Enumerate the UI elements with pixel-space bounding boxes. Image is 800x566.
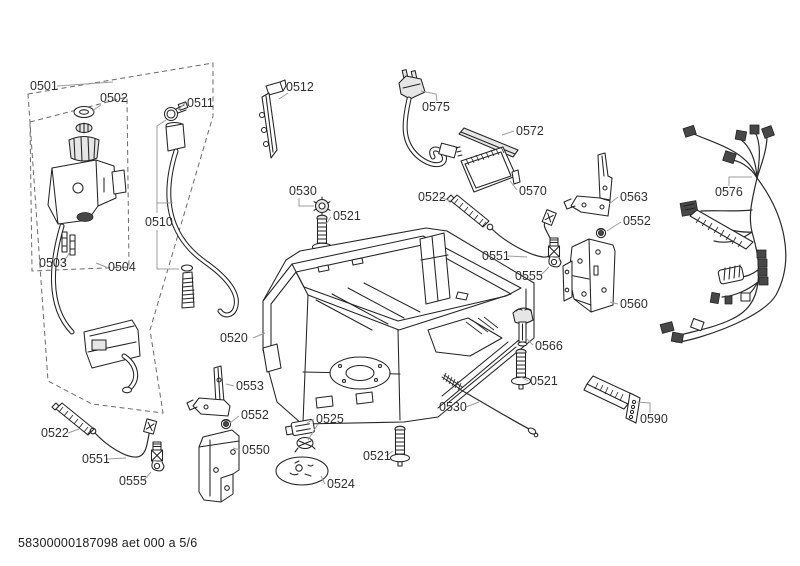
callout-0525: 0525 [316, 412, 344, 426]
callout-0522-center: 0522 [418, 190, 446, 204]
callout-0570: 0570 [519, 184, 547, 198]
control-module [460, 146, 521, 193]
callout-0590: 0590 [640, 412, 668, 426]
callout-0530-top: 0530 [289, 184, 317, 198]
cap-nut-top [313, 196, 331, 216]
callout-0572: 0572 [516, 124, 544, 138]
cable-harness [659, 124, 787, 344]
callout-0501: 0501 [30, 79, 58, 93]
callout-0552-right: 0552 [623, 214, 651, 228]
callout-0522-left: 0522 [41, 426, 69, 440]
document-number: 58300000187098 aet 000 a 5/6 [18, 536, 198, 550]
callout-0555-left: 0555 [119, 474, 147, 488]
callout-0551-left: 0551 [82, 452, 110, 466]
callout-0521-bottom: 0521 [363, 449, 391, 463]
assembly-boundary-dashed-box [27, 62, 214, 414]
callout-0530-lower: 0530 [439, 400, 467, 414]
callout-labels: 0501 0502 0503 0504 0511 0510 0512 0530 … [30, 79, 743, 491]
valve-stem [512, 307, 534, 347]
bracket-upper-left [186, 365, 231, 417]
callout-0560: 0560 [620, 297, 648, 311]
callout-0502: 0502 [100, 91, 128, 105]
callout-0520: 0520 [220, 331, 248, 345]
callout-0575: 0575 [422, 100, 450, 114]
threaded-rod-center [446, 194, 490, 228]
callout-0503: 0503 [39, 256, 67, 270]
callout-0552-left: 0552 [241, 408, 269, 422]
hose-clamp [163, 101, 189, 122]
aquastop-valve-assembly [47, 105, 141, 394]
callout-0512: 0512 [286, 80, 314, 94]
callout-0521-right: 0521 [530, 374, 558, 388]
power-cord [398, 69, 463, 168]
callout-0524: 0524 [327, 477, 355, 491]
bracket-upper-right [563, 152, 613, 217]
fastener-left [150, 441, 165, 472]
callout-0510: 0510 [145, 215, 173, 229]
fastener-center [547, 237, 562, 268]
cover-disc [275, 456, 329, 486]
callout-0553: 0553 [236, 379, 264, 393]
adjustment-rail [583, 375, 641, 424]
grommet-right [595, 227, 607, 239]
mounting-bracket-right [562, 238, 616, 313]
callout-0521-top: 0521 [333, 209, 361, 223]
screw-right [510, 348, 532, 390]
base-assembly [262, 227, 535, 425]
drain-hose [165, 121, 239, 318]
callout-0550: 0550 [242, 443, 270, 457]
sensor-cable-lower [441, 372, 539, 438]
callout-0511: 0511 [187, 96, 214, 110]
screw-bottom [389, 425, 411, 467]
hose-clamp-parts [285, 418, 316, 453]
sensor-cable-left [89, 418, 158, 458]
grommet-left [220, 418, 232, 430]
callout-leader-lines [56, 81, 752, 485]
callout-0576: 0576 [715, 185, 743, 199]
callout-0563: 0563 [620, 190, 648, 204]
callout-0566: 0566 [535, 339, 563, 353]
callout-0504: 0504 [108, 260, 136, 274]
callout-0555-center: 0555 [515, 269, 543, 283]
mounting-strip [258, 79, 287, 159]
mounting-bracket-left [198, 429, 240, 503]
callout-0551-center: 0551 [482, 249, 510, 263]
